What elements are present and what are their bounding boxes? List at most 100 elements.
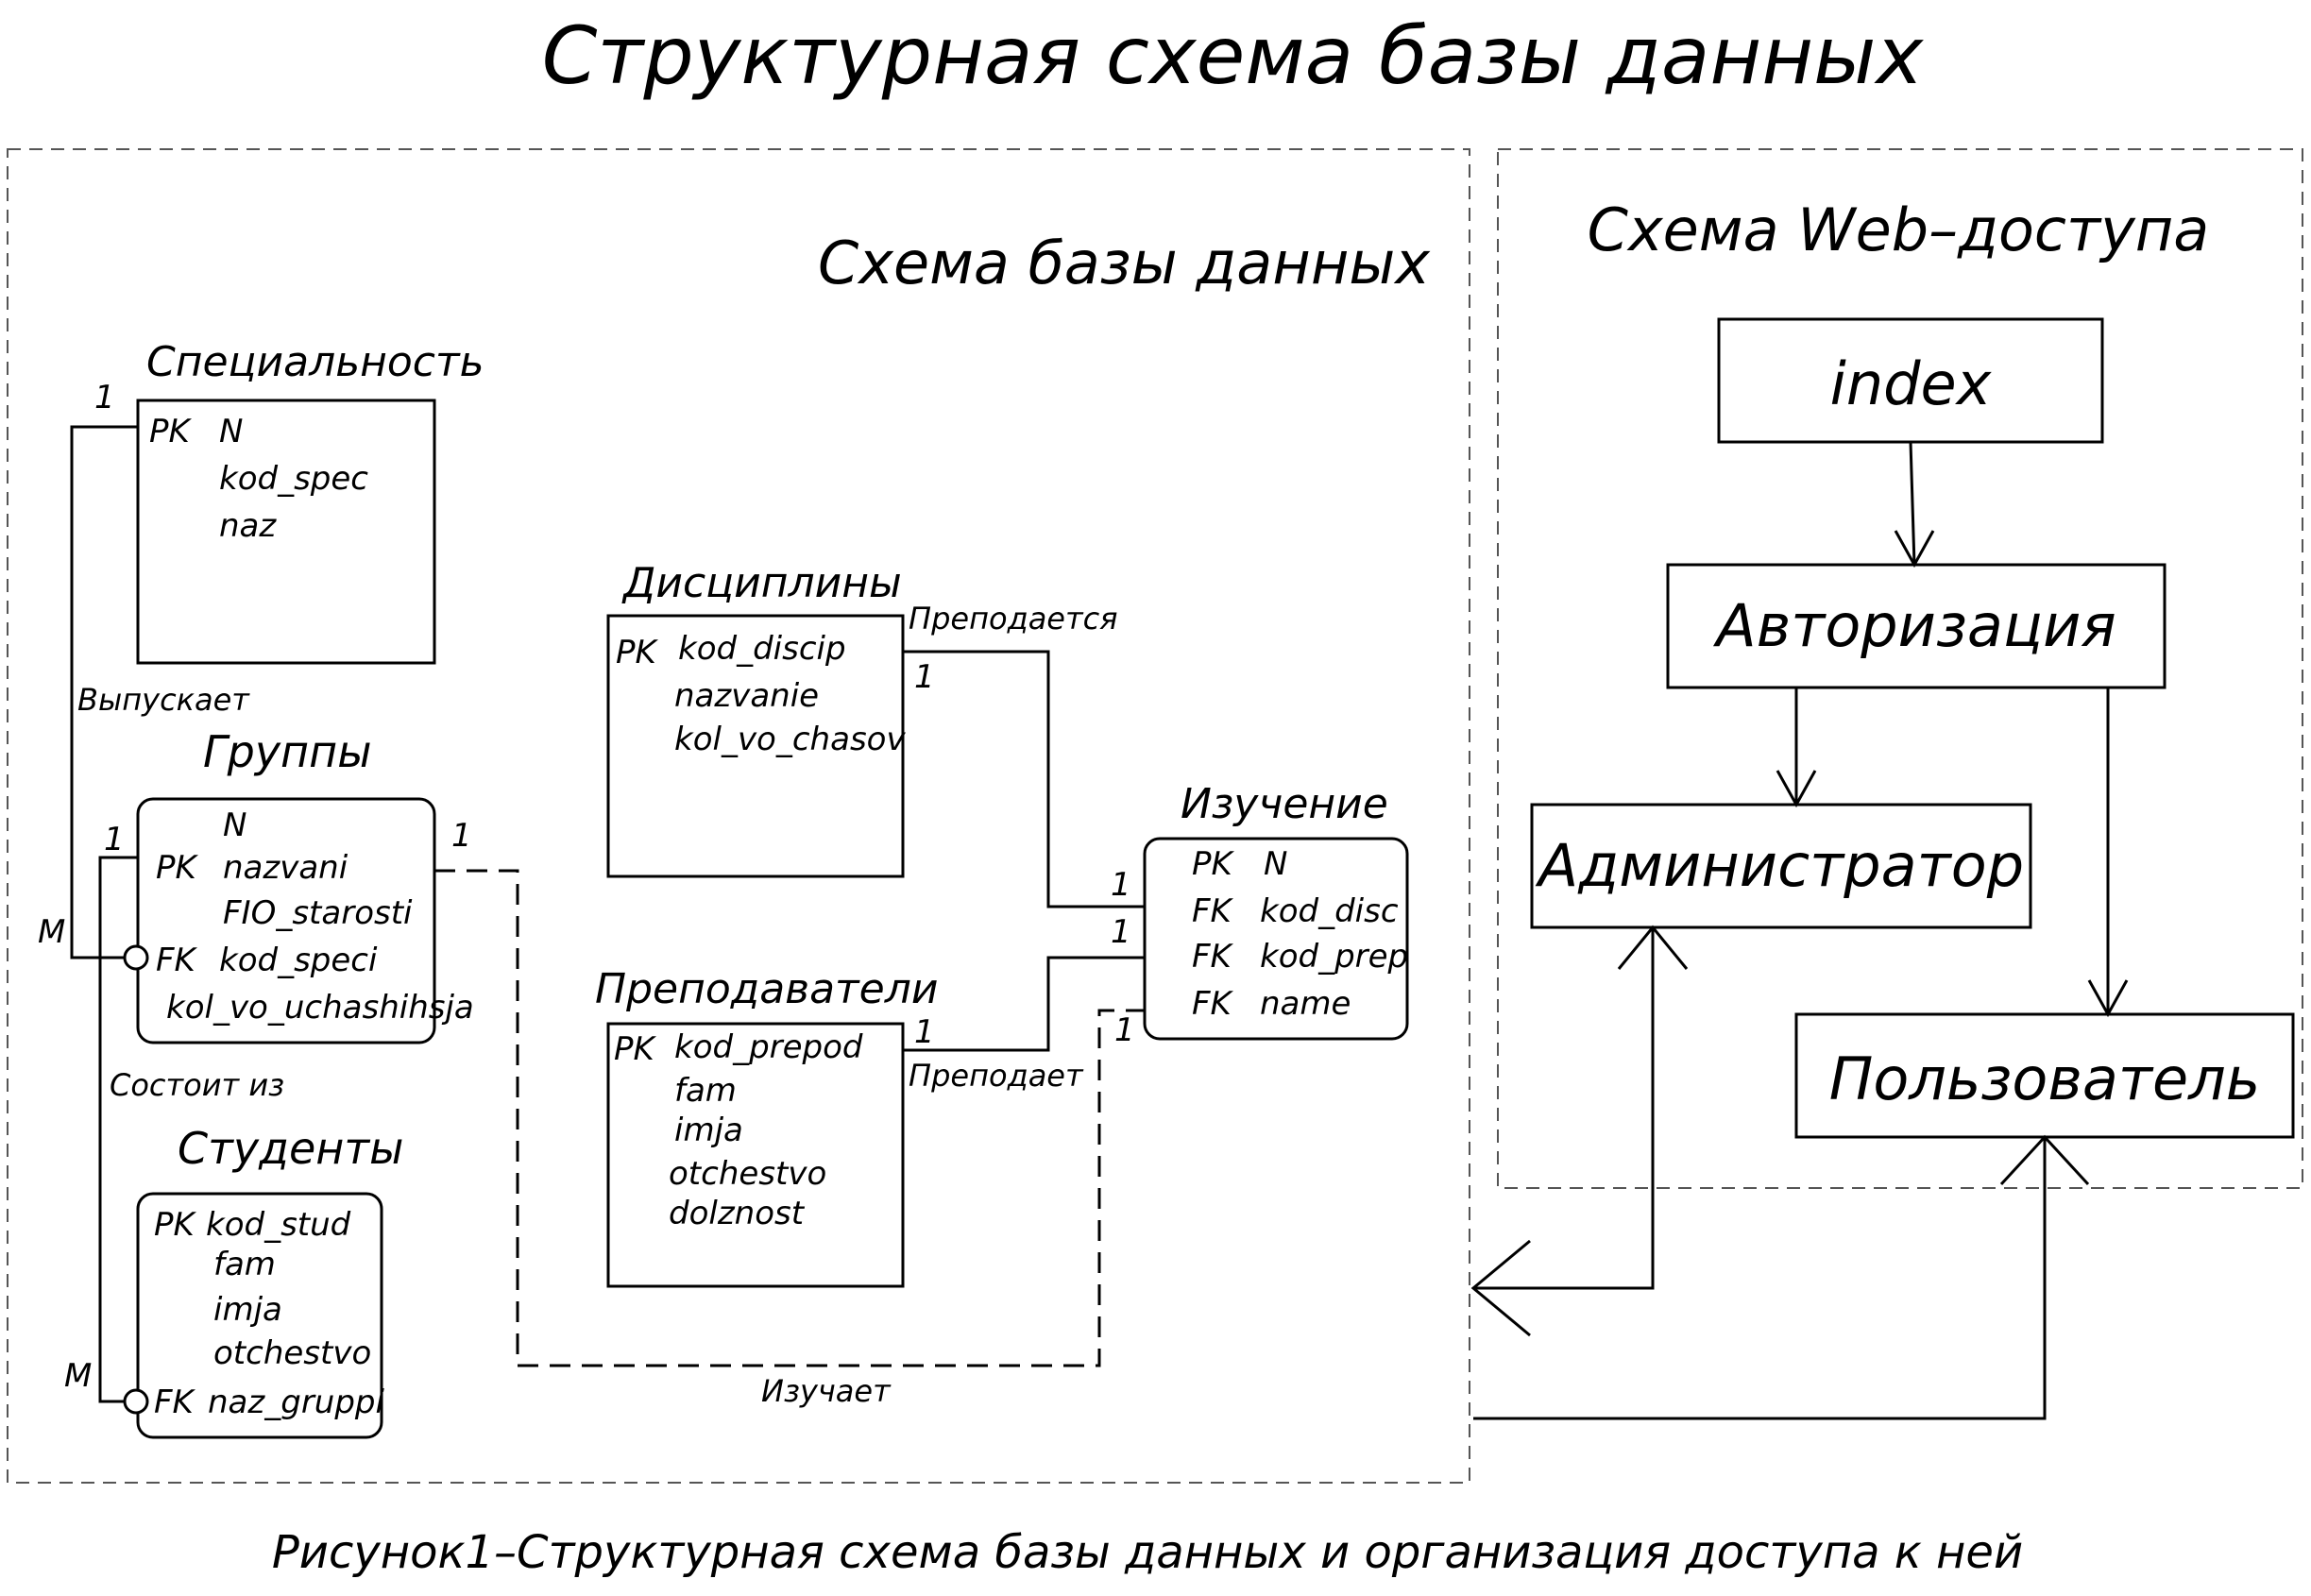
db-schema-label: Схема базы данных: [818, 229, 1431, 297]
entity-field: kod_spec: [219, 460, 368, 498]
relation-prepodaetsya-one: 1: [914, 658, 935, 696]
relation-prepodaetsya-line: [903, 650, 1145, 908]
entity-prepodavateli: Преподаватели PK kod_prepod fam imja otc…: [595, 965, 938, 1288]
web-node-polzovatel-label: Пользователь: [1829, 1044, 2261, 1113]
entity-izuchenie: Изучение PK N FK kod_disc FK kod_prep FK…: [1143, 780, 1409, 1041]
entity-field: imja: [213, 1291, 282, 1329]
relation-izuchaet-one-b: 1: [1114, 1011, 1135, 1049]
web-node-administrator-label: Администратор: [1535, 831, 2024, 900]
entity-field: kod_speci: [219, 942, 378, 979]
entity-key: PK: [1192, 845, 1235, 883]
web-node-index-label: index: [1830, 349, 1993, 418]
db-schema-region: [7, 148, 1470, 1484]
relation-prepodaet-line: [903, 956, 1145, 1052]
arrowhead: [1776, 770, 1817, 808]
entity-specialnost-name: Специальность: [146, 338, 484, 386]
entity-field: fam: [674, 1072, 737, 1110]
relation-vypuskaet-many: M: [38, 913, 65, 951]
entity-field: otchestvo: [669, 1155, 826, 1193]
entity-field: otchestvo: [213, 1334, 371, 1372]
relation-vypuskaet-line: [70, 425, 138, 959]
entity-discipliny-box: [606, 614, 905, 878]
arrowhead: [2087, 979, 2129, 1018]
entity-key: PK: [154, 1206, 197, 1244]
entity-prepodavateli-box: [606, 1022, 905, 1288]
entity-studenty-name: Студенты: [178, 1123, 403, 1174]
entity-key: PK: [616, 634, 659, 671]
entity-field: kod_stud: [206, 1206, 351, 1244]
entity-gruppy-box: [136, 797, 436, 1044]
relation-izuchaet-one: 1: [451, 817, 472, 855]
figure-caption: Рисунок1–Структурная схема базы данных и…: [272, 1526, 2023, 1579]
entity-field: FIO_starosti: [223, 894, 413, 932]
arrowhead-user: [1999, 1134, 2090, 1186]
entity-specialnost-box: [136, 399, 436, 665]
entity-gruppy-name: Группы: [203, 726, 372, 777]
web-node-polzovatel: Пользователь: [1794, 1012, 2295, 1139]
relation-vypuskaet-label: Выпускает: [77, 682, 250, 718]
arrowhead: [1894, 530, 1935, 569]
entity-izuchenie-name: Изучение: [1181, 780, 1388, 828]
entity-field: dolznost: [669, 1195, 806, 1232]
entity-field: naz_gruppi: [208, 1384, 385, 1421]
entity-key: FK: [1192, 985, 1234, 1023]
relation-sostoit-line: [98, 856, 138, 1403]
entity-field: N: [223, 806, 246, 844]
entity-key: PK: [614, 1030, 657, 1068]
relation-sostoit-one: 1: [104, 821, 125, 858]
entity-discipliny: Дисциплины PK kod_discip nazvanie kol_vo…: [606, 559, 906, 878]
link-user-to-db: [1473, 1137, 2047, 1420]
entity-field: N: [219, 413, 243, 450]
entity-key: FK: [1192, 938, 1234, 976]
web-node-administrator-box: [1530, 803, 2032, 929]
entity-key: PK: [156, 849, 199, 887]
relation-izuchaet-line: [434, 869, 1145, 1367]
entity-key: PK: [149, 413, 193, 450]
web-node-administrator: Администратор: [1530, 803, 2032, 929]
entity-field: kol_vo_chasov: [674, 721, 906, 758]
entity-key: FK: [154, 1384, 196, 1421]
web-node-avtorizaciya: Авторизация: [1666, 563, 2167, 689]
relation-prepodaet-label: Преподает: [909, 1058, 1084, 1094]
relation-sostoit-label: Состоит из: [110, 1067, 284, 1103]
web-schema-region: [1497, 148, 2303, 1189]
entity-key: FK: [1192, 892, 1234, 930]
relation-prepodaetsya-label: Преподается: [909, 601, 1117, 637]
entity-izuchenie-box: [1143, 837, 1409, 1041]
web-node-index: index: [1717, 317, 2104, 444]
entity-field: imja: [674, 1112, 743, 1149]
fk-marker: [123, 944, 149, 971]
web-schema-label: Схема Web–доступа: [1588, 195, 2210, 264]
page-title: Структурная схема базы данных: [542, 9, 1925, 102]
entity-field: name: [1260, 985, 1351, 1023]
web-node-avtorizaciya-box: [1666, 563, 2167, 689]
entity-studenty: Студенты PK kod_stud fam imja otchestvo …: [136, 1123, 403, 1439]
entity-field: N: [1264, 845, 1287, 883]
relation-izuchaet-label: Изучает: [761, 1373, 892, 1409]
link-admin-to-db: [1473, 927, 1655, 1290]
entity-key: FK: [156, 942, 198, 979]
relation-vypuskaet-one: 1: [94, 379, 115, 416]
relation-prepodaet-one-b: 1: [1111, 913, 1131, 951]
entity-field: kol_vo_uchashihsja: [166, 989, 474, 1027]
entity-specialnost: Специальность PK N kod_spec naz: [136, 338, 484, 665]
entity-prepodavateli-name: Преподаватели: [595, 965, 938, 1013]
entity-field: nazvani: [223, 849, 348, 887]
entity-field: kod_disc: [1260, 892, 1399, 930]
entity-discipliny-name: Дисциплины: [621, 559, 902, 607]
arrow-index-to-auth: [1909, 441, 1916, 566]
entity-gruppy: Группы N PK nazvani FIO_starosti FK kod_…: [136, 726, 474, 1044]
entity-field: kod_prepod: [674, 1028, 863, 1066]
relation-sostoit-many: M: [64, 1357, 92, 1395]
entity-field: nazvanie: [674, 677, 819, 715]
arrowhead-db: [1470, 1239, 1531, 1337]
entity-field: kod_prep: [1260, 938, 1408, 976]
entity-field: fam: [213, 1246, 276, 1283]
entity-studenty-box: [136, 1192, 383, 1439]
arrowhead-admin: [1617, 925, 1689, 970]
entity-field: kod_discip: [678, 630, 846, 668]
fk-marker: [123, 1388, 149, 1415]
entity-field: naz: [219, 507, 277, 545]
